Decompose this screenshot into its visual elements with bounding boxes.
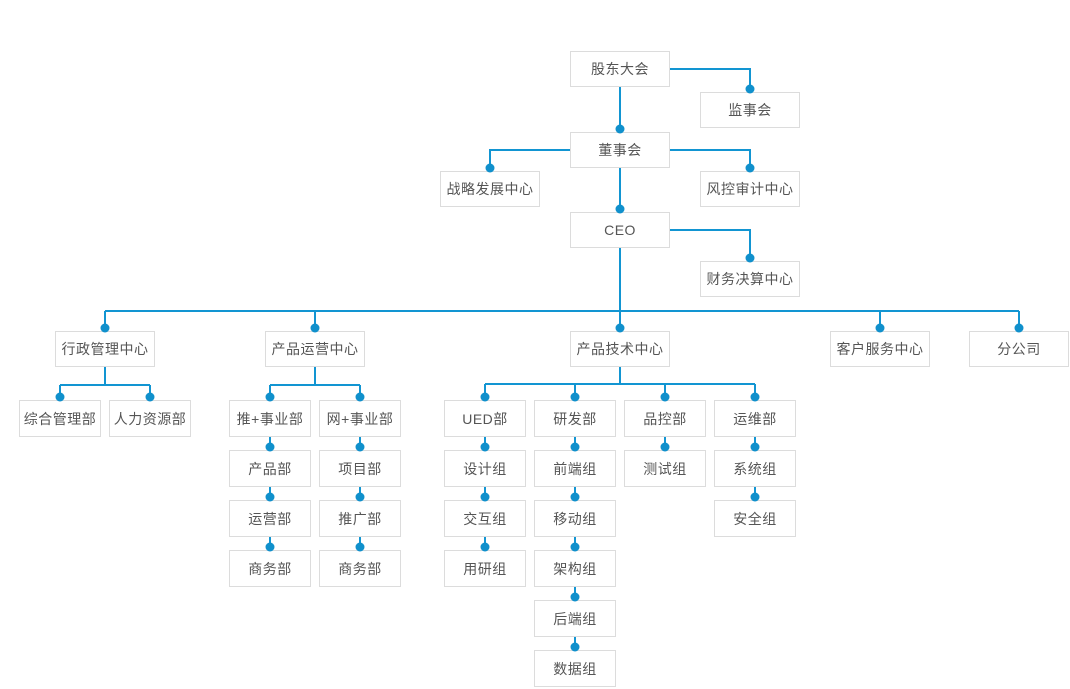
connector-line (670, 229, 751, 261)
org-node-ceshi: 测试组 (624, 450, 706, 487)
org-node-fengkong: 风控审计中心 (700, 171, 800, 207)
org-node-shuju: 数据组 (534, 650, 616, 687)
org-node-xiangmu: 项目部 (319, 450, 401, 487)
org-node-fengongsi: 分公司 (969, 331, 1069, 367)
org-node-label: 分公司 (997, 341, 1041, 357)
org-node-label: 战略发展中心 (446, 181, 534, 197)
org-node-label: 客户服务中心 (836, 341, 924, 357)
org-node-label: 风控审计中心 (706, 181, 794, 197)
org-node-label: 研发部 (553, 410, 597, 427)
org-node-yongyan: 用研组 (444, 550, 526, 587)
org-node-label: 商务部 (248, 560, 292, 577)
org-node-label: 用研组 (463, 560, 507, 577)
org-node-label: 商务部 (338, 560, 382, 577)
org-node-label: 董事会 (598, 142, 642, 158)
org-node-yunwei: 运维部 (714, 400, 796, 437)
org-node-xitong: 系统组 (714, 450, 796, 487)
org-node-wangbu: 网+事业部 (319, 400, 401, 437)
org-node-label: 运维部 (733, 410, 777, 427)
org-node-anquan: 安全组 (714, 500, 796, 537)
org-node-zhanlue: 战略发展中心 (440, 171, 540, 207)
org-node-label: 财务决算中心 (706, 271, 794, 287)
org-node-label: 行政管理中心 (61, 341, 149, 357)
org-node-shangwu1: 商务部 (229, 550, 311, 587)
org-node-label: 监事会 (728, 102, 772, 118)
org-node-label: 系统组 (733, 460, 777, 477)
org-node-label: 后端组 (553, 610, 597, 627)
org-node-label: 前端组 (553, 460, 597, 477)
org-node-jiagou: 架构组 (534, 550, 616, 587)
org-node-sheji: 设计组 (444, 450, 526, 487)
org-node-qianduan: 前端组 (534, 450, 616, 487)
org-node-kefu: 客户服务中心 (830, 331, 930, 367)
org-node-label: 股东大会 (591, 61, 649, 77)
connector-line (670, 149, 751, 171)
org-node-label: 推+事业部 (236, 410, 304, 427)
org-node-label: 设计组 (463, 460, 507, 477)
connector-line (489, 149, 570, 171)
org-node-renli: 人力资源部 (109, 400, 191, 437)
org-node-caiwu: 财务决算中心 (700, 261, 800, 297)
org-node-houduan: 后端组 (534, 600, 616, 637)
org-node-label: 移动组 (553, 510, 597, 527)
org-node-label: 产品部 (248, 460, 292, 477)
org-node-jishuzx: 产品技术中心 (570, 331, 670, 367)
org-node-tuibu: 推+事业部 (229, 400, 311, 437)
org-node-label: 数据组 (553, 660, 597, 677)
org-node-label: 测试组 (643, 460, 687, 477)
org-node-label: 网+事业部 (326, 410, 394, 427)
org-node-label: 交互组 (463, 510, 507, 527)
org-node-dongshi: 董事会 (570, 132, 670, 168)
org-node-label: 项目部 (338, 460, 382, 477)
org-node-zonghe: 综合管理部 (19, 400, 101, 437)
org-node-label: 品控部 (643, 410, 687, 427)
org-node-label: 综合管理部 (23, 410, 97, 427)
org-node-ceo: CEO (570, 212, 670, 248)
org-node-label: 推广部 (338, 510, 382, 527)
org-node-label: 运营部 (248, 510, 292, 527)
org-node-xingzheng: 行政管理中心 (55, 331, 155, 367)
org-node-label: 产品运营中心 (271, 341, 359, 357)
org-node-yidong: 移动组 (534, 500, 616, 537)
org-node-yunyingzx: 产品运营中心 (265, 331, 365, 367)
org-node-yunying: 运营部 (229, 500, 311, 537)
org-node-gudong: 股东大会 (570, 51, 670, 87)
connector-line (670, 68, 751, 92)
org-node-yanfa: 研发部 (534, 400, 616, 437)
org-node-label: 架构组 (553, 560, 597, 577)
org-node-label: 安全组 (733, 510, 777, 527)
org-node-jianshi: 监事会 (700, 92, 800, 128)
org-node-ued: UED部 (444, 400, 526, 437)
org-node-jiaohu: 交互组 (444, 500, 526, 537)
org-node-label: UED部 (462, 410, 508, 427)
org-node-tuiguang: 推广部 (319, 500, 401, 537)
org-node-label: CEO (604, 222, 636, 238)
org-node-label: 产品技术中心 (576, 341, 664, 357)
org-node-shangwu2: 商务部 (319, 550, 401, 587)
org-node-chanpin: 产品部 (229, 450, 311, 487)
org-node-pinkong: 品控部 (624, 400, 706, 437)
org-node-label: 人力资源部 (113, 410, 187, 427)
